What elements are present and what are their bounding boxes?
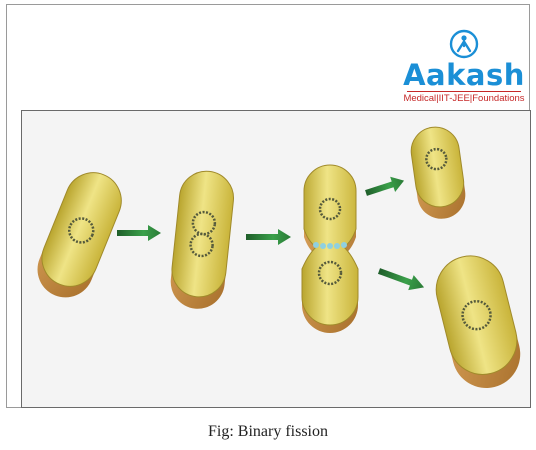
bacterium-single-nucleoid <box>37 172 122 298</box>
nucleoid-ring <box>425 147 448 171</box>
nucleoid-ring-lower <box>317 260 343 286</box>
figure-frame: Aakash Medical|IIT-JEE|Foundations <box>6 4 531 408</box>
binary-fission-diagram <box>37 126 521 388</box>
daughter-cell-top <box>410 126 466 219</box>
arrow-stage-1-to-2 <box>117 225 161 241</box>
figure-caption: Fig: Binary fission <box>207 423 328 440</box>
bacterium-nucleoid-replicated <box>170 170 234 309</box>
arrow-to-daughter-top <box>365 176 405 196</box>
aakash-person-icon <box>449 29 479 59</box>
aakash-logo: Aakash Medical|IIT-JEE|Foundations <box>399 29 529 109</box>
logo-divider <box>407 91 521 92</box>
arrow-stage-2-to-3 <box>246 229 291 245</box>
nucleoid-ring-upper <box>318 197 342 221</box>
septum-beads <box>313 242 347 249</box>
arrow-to-daughter-bottom <box>377 268 425 291</box>
logo-brand-name: Aakash <box>403 58 525 92</box>
nucleoid-ring <box>67 217 95 244</box>
diagram-panel <box>21 110 531 408</box>
logo-tagline: Medical|IIT-JEE|Foundations <box>403 93 525 104</box>
bacterium-constricting <box>301 164 359 333</box>
daughter-cell-bottom <box>435 255 521 388</box>
